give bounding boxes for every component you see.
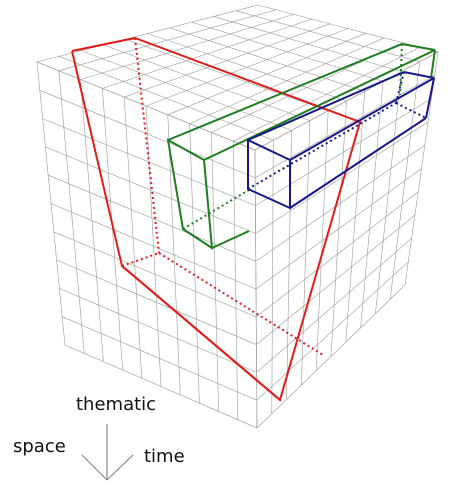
green-slice-right-edge xyxy=(430,49,436,79)
left-face-grid-line xyxy=(53,231,257,318)
left-face-grid-line xyxy=(167,114,181,395)
right-face-grid-line xyxy=(256,238,412,373)
top-face-grid-line xyxy=(167,32,367,116)
cube-top-face xyxy=(36,4,439,151)
green-slice-bottom-edge xyxy=(211,230,250,249)
left-face-grid-line xyxy=(50,203,257,290)
green-slice-top-edge-2 xyxy=(401,43,436,51)
top-face-grid-line xyxy=(235,10,420,63)
time-axis-line xyxy=(106,454,134,481)
blue-box-hidden-edge-3 xyxy=(395,71,405,104)
left-face-grid-line xyxy=(59,288,257,373)
left-face-grid-line xyxy=(56,259,257,345)
right-face-grid-line xyxy=(389,61,420,300)
space-axis-label: space xyxy=(13,436,66,457)
red-space-slice xyxy=(71,36,362,402)
blue-intersection-box xyxy=(247,71,435,210)
blue-box-right-edge xyxy=(425,77,435,119)
top-face-grid-line xyxy=(189,37,385,124)
red-slice-hidden-edge-3 xyxy=(121,252,160,267)
axis-legend xyxy=(81,424,134,481)
top-face-grid-line xyxy=(169,27,365,92)
left-face-grid-line xyxy=(62,316,257,401)
blue-box-hidden-edge-2 xyxy=(395,102,427,119)
thematic-axis-label: thematic xyxy=(76,394,156,415)
right-face-grid-line xyxy=(345,91,366,343)
right-face-grid-line xyxy=(375,71,402,314)
left-face-grid-line xyxy=(211,132,219,412)
blue-box-top-edge-3 xyxy=(289,77,435,161)
top-face-grid-line xyxy=(145,28,349,107)
green-slice-top-edge-3 xyxy=(203,49,436,161)
blue-box-front-face xyxy=(247,138,291,210)
right-face-grid-line xyxy=(360,81,384,328)
blue-box-hidden-edge-1 xyxy=(247,102,397,190)
blue-box-bottom-edge xyxy=(289,117,427,209)
red-slice-front-edge xyxy=(71,36,362,402)
top-face-grid-line xyxy=(191,21,384,82)
right-face-outline xyxy=(254,51,439,429)
space-axis-line xyxy=(81,454,108,481)
time-axis-label: time xyxy=(144,446,185,467)
right-face-grid-line xyxy=(256,191,419,318)
green-slice-hidden-edge-2 xyxy=(399,43,403,96)
red-slice-bottom-edge xyxy=(121,265,281,401)
blue-box-top-edge-2 xyxy=(403,71,435,79)
green-thematic-slice xyxy=(166,43,436,250)
red-slice-hidden-edge-1 xyxy=(134,37,160,254)
blue-box-top-edge-1 xyxy=(247,71,405,141)
cube-right-face xyxy=(254,51,439,429)
green-slice-top-edge-1 xyxy=(167,43,403,141)
right-face-grid-line xyxy=(255,168,422,290)
left-face-grid-line xyxy=(189,123,200,404)
green-slice-front-face xyxy=(166,138,214,250)
top-face-grid-line xyxy=(233,47,421,142)
right-face-grid-line xyxy=(256,261,409,401)
red-slice-hidden-edge-2 xyxy=(158,252,324,356)
left-face-grid-line xyxy=(232,141,239,420)
right-face-grid-line xyxy=(256,214,416,345)
top-face-grid-line xyxy=(213,16,402,72)
